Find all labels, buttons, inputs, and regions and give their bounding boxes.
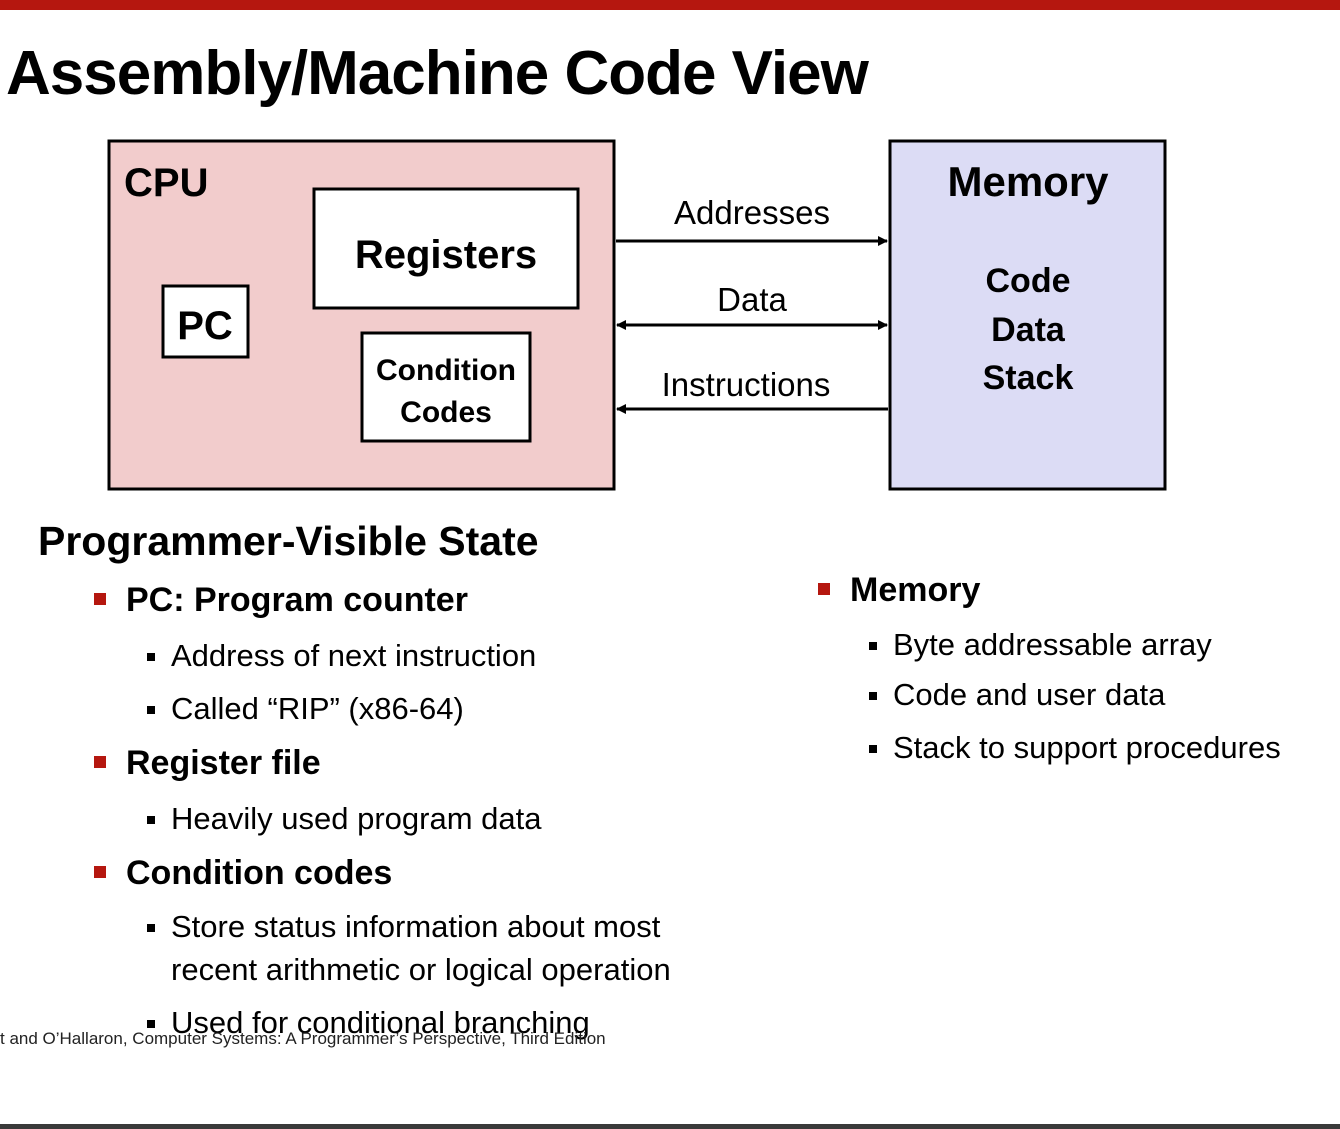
memory-content-data: Data: [991, 311, 1066, 349]
pc-bullet: PC: Program counter: [94, 581, 468, 620]
condition-codes-subitem: Used for conditional branching: [147, 1001, 590, 1044]
pc-box: [161, 284, 250, 359]
memory-label: Memory: [947, 158, 1109, 205]
pc-subitem-text: Address of next instruction: [171, 638, 537, 673]
addresses-label: Addresses: [674, 194, 830, 231]
bullet-square-icon: [94, 756, 106, 768]
bullet-square-icon: [869, 692, 877, 700]
memory-content-code: Code: [986, 262, 1071, 300]
programmer-visible-state-heading: Programmer-Visible State: [38, 518, 539, 564]
pc-bullet-label: PC: Program counter: [126, 581, 468, 619]
register-file-subitem: Heavily used program data: [147, 797, 542, 840]
pc-label: PC: [177, 304, 233, 348]
condition-codes-subitem-text: Used for conditional branching: [171, 1005, 590, 1040]
bullet-square-icon: [94, 866, 106, 878]
condition-codes-label-line1: Condition: [376, 354, 516, 387]
register-file-bullet-label: Register file: [126, 744, 321, 782]
registers-label: Registers: [355, 233, 537, 277]
condition-codes-bullet: Condition codes: [94, 854, 393, 893]
memory-subitem: Stack to support procedures: [869, 726, 1281, 769]
memory-subitem-text: Code and user data: [893, 677, 1166, 712]
memory-subitem: Byte addressable array: [869, 623, 1212, 666]
pc-subitem: Address of next instruction: [147, 634, 537, 677]
instructions-label: Instructions: [662, 366, 831, 403]
memory-box: [888, 139, 1167, 491]
bullet-square-icon: [818, 583, 830, 595]
slide-title: Assembly/Machine Code View: [6, 39, 869, 108]
memory-bullet-label: Memory: [850, 571, 981, 609]
memory-content-stack: Stack: [983, 359, 1074, 397]
bullet-square-icon: [147, 1020, 155, 1028]
condition-codes-bullet-label: Condition codes: [126, 854, 393, 892]
bullet-square-icon: [869, 642, 877, 650]
condition-codes-subitem-continuation: recent arithmetic or logical operation: [171, 948, 671, 991]
registers-box: [312, 187, 580, 310]
condition-codes-subitem-text: recent arithmetic or logical operation: [171, 952, 671, 987]
cpu-memory-diagram: CPU Registers PC Condition Codes Memory …: [107, 139, 1167, 491]
bullet-square-icon: [147, 816, 155, 824]
memory-subitem-text: Stack to support procedures: [893, 730, 1281, 765]
bullet-square-icon: [94, 593, 106, 605]
condition-codes-subitem-text: Store status information about most: [171, 909, 661, 944]
register-file-bullet: Register file: [94, 744, 321, 783]
cpu-label: CPU: [124, 161, 208, 205]
condition-codes-label-line2: Codes: [400, 396, 492, 429]
bullet-square-icon: [147, 653, 155, 661]
memory-bullet: Memory: [818, 571, 981, 610]
footer-citation: t and O’Hallaron, Computer Systems: A Pr…: [0, 1029, 606, 1048]
condition-codes-subitem: Store status information about most: [147, 905, 661, 948]
pc-subitem: Called “RIP” (x86-64): [147, 687, 464, 730]
register-file-subitem-text: Heavily used program data: [171, 801, 542, 836]
condition-codes-box: [360, 331, 532, 443]
top-accent-bar: [0, 0, 1340, 10]
memory-subitem: Code and user data: [869, 673, 1166, 716]
memory-subitem-text: Byte addressable array: [893, 627, 1212, 662]
bullet-square-icon: [147, 924, 155, 932]
bullet-square-icon: [147, 706, 155, 714]
bottom-rule: [0, 1124, 1340, 1129]
bullet-square-icon: [869, 745, 877, 753]
data-link-label: Data: [717, 281, 787, 318]
pc-subitem-text: Called “RIP” (x86-64): [171, 691, 464, 726]
